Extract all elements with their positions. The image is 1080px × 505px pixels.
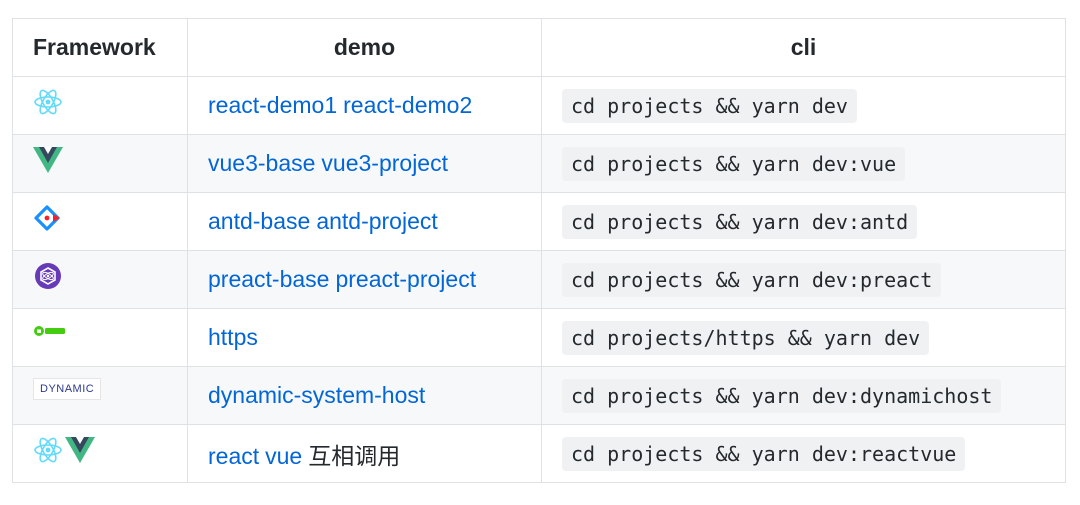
cli-cell: cd projects && yarn dev:reactvue (541, 424, 1066, 483)
demo-cell: dynamic-system-host (187, 366, 542, 425)
cli-cell: cd projects && yarn dev:antd (541, 192, 1066, 251)
cli-command: cd projects && yarn dev:antd (562, 204, 918, 239)
vue-icon (65, 436, 95, 469)
https-badge-icon (33, 320, 67, 347)
react-icon (33, 436, 63, 469)
framework-cell: DYNAMIC (12, 366, 188, 425)
demo-link-vue3-base[interactable]: vue3-base (208, 150, 316, 176)
demo-link-antd-project[interactable]: antd-project (316, 208, 438, 234)
cli-command: cd projects && yarn dev:vue (562, 146, 906, 181)
framework-cell (12, 250, 188, 309)
framework-cell (12, 308, 188, 367)
demo-link-antd-base[interactable]: antd-base (208, 208, 311, 234)
cli-command: cd projects/https && yarn dev (562, 320, 930, 355)
dynamic-logo-icon: DYNAMIC (33, 378, 102, 400)
cli-cell: cd projects && yarn dev:vue (541, 134, 1066, 193)
vue-icon (33, 146, 63, 179)
header-cli: cli (541, 18, 1066, 77)
cli-command: cd projects && yarn dev:reactvue (562, 436, 966, 471)
cli-cell: cd projects/https && yarn dev (541, 308, 1066, 367)
framework-cell (12, 76, 188, 135)
cli-cell: cd projects && yarn dev:preact (541, 250, 1066, 309)
table-row: https cd projects/https && yarn dev (12, 308, 1066, 367)
framework-cell (12, 424, 188, 483)
demo-link-react[interactable]: react (208, 442, 260, 469)
table-row: DYNAMIC dynamic-system-host cd projects &&… (12, 366, 1066, 425)
demo-suffix-text: 互相调用 (308, 442, 401, 469)
cli-command: cd projects && yarn dev:preact (562, 262, 942, 297)
demo-link-react-demo1[interactable]: react-demo1 (208, 92, 338, 118)
demo-link-preact-project[interactable]: preact-project (335, 266, 477, 292)
preact-icon (33, 262, 63, 295)
demo-link-dynamic-system-host[interactable]: dynamic-system-host (208, 382, 426, 408)
demo-link-preact-base[interactable]: preact-base (208, 266, 330, 292)
header-demo: demo (187, 18, 542, 77)
antd-icon (33, 204, 63, 237)
cli-cell: cd projects && yarn dev:dynamichost (541, 366, 1066, 425)
header-framework: Framework (12, 18, 188, 77)
cli-command: cd projects && yarn dev (562, 88, 857, 123)
cli-cell: cd projects && yarn dev (541, 76, 1066, 135)
demo-link-vue3-project[interactable]: vue3-project (321, 150, 448, 176)
demo-link-vue[interactable]: vue (265, 442, 303, 469)
table-header-row: Framework demo cli (12, 18, 1066, 77)
framework-cell (12, 134, 188, 193)
cli-command: cd projects && yarn dev:dynamichost (562, 378, 1002, 413)
react-icon (33, 88, 63, 121)
framework-cell (12, 192, 188, 251)
demo-link-https[interactable]: https (208, 324, 258, 350)
demo-link-react-demo2[interactable]: react-demo2 (343, 92, 473, 118)
demo-cell: https (187, 308, 542, 367)
